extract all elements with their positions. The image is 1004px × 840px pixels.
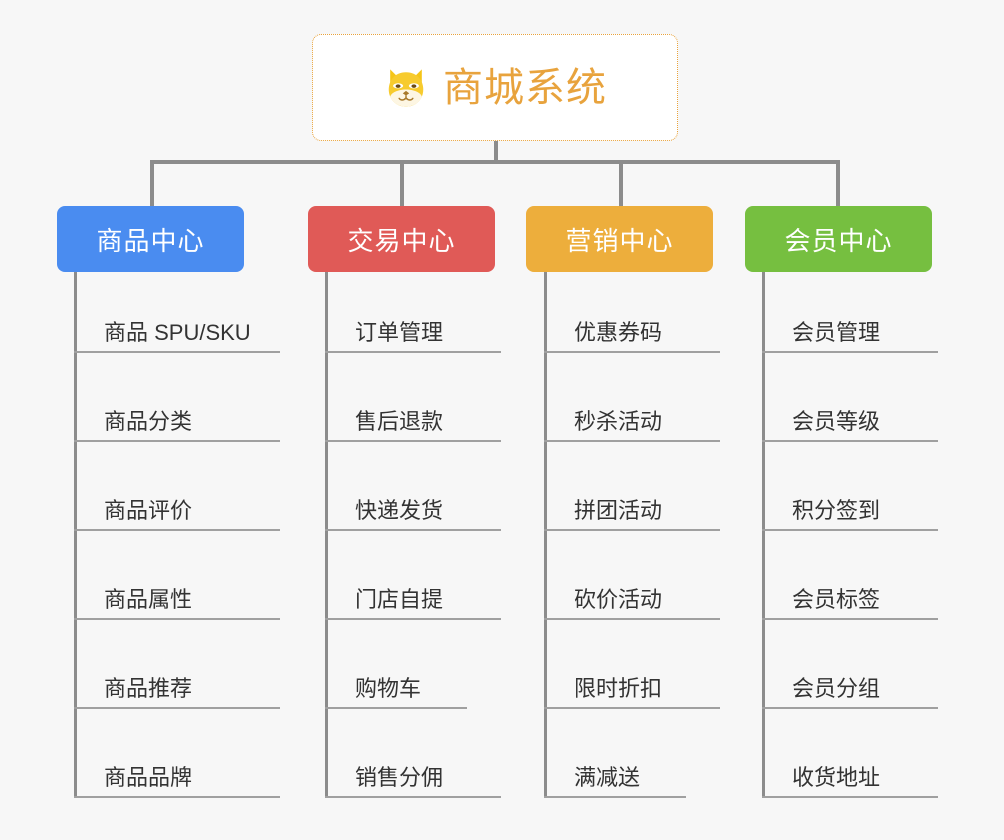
leaf-item[interactable]: 商品评价	[74, 442, 280, 531]
leaf-item[interactable]: 商品 SPU/SKU	[74, 264, 280, 353]
leaf-item-label: 会员分组	[792, 675, 881, 701]
leaf-item[interactable]: 门店自提	[325, 531, 501, 620]
category-header-marketing-center[interactable]: 营销中心	[526, 206, 713, 272]
leaf-item[interactable]: 秒杀活动	[544, 353, 720, 442]
leaf-item[interactable]: 积分签到	[762, 442, 938, 531]
leaf-item-label: 销售分佣	[355, 764, 444, 790]
category-header-label: 交易中心	[347, 225, 456, 256]
connector-drop-2	[400, 162, 404, 208]
branch-spine-trade-center	[325, 272, 328, 798]
category-header-label: 会员中心	[784, 225, 893, 256]
leaf-item[interactable]: 购物车	[325, 620, 467, 709]
leaf-item-label: 会员管理	[792, 319, 881, 345]
leaf-item-label: 砍价活动	[574, 586, 663, 612]
leaf-item-label: 商品评价	[104, 497, 193, 523]
leaf-item[interactable]: 售后退款	[325, 353, 501, 442]
leaf-item-label: 快递发货	[355, 497, 444, 523]
connector-drop-4	[836, 162, 840, 208]
leaf-item-label: 商品属性	[104, 586, 193, 612]
branch-spine-product-center	[74, 272, 77, 798]
leaf-item[interactable]: 销售分佣	[325, 709, 501, 798]
leaf-item[interactable]: 收货地址	[762, 709, 938, 798]
leaf-item[interactable]: 商品品牌	[74, 709, 280, 798]
leaf-item-label: 收货地址	[792, 764, 881, 790]
leaf-item-label: 商品推荐	[104, 675, 193, 701]
root-title: 商城系统	[443, 65, 607, 110]
branch-spine-member-center	[762, 272, 765, 798]
leaf-item-label: 商品品牌	[104, 764, 193, 790]
leaf-item-label: 限时折扣	[574, 675, 663, 701]
leaf-item-label: 商品 SPU/SKU	[104, 319, 251, 345]
leaf-item-label: 售后退款	[355, 408, 444, 434]
connector-horizontal-bus	[150, 160, 840, 164]
leaf-item-label: 门店自提	[355, 586, 444, 612]
leaf-item-label: 拼团活动	[574, 497, 663, 523]
leaf-item[interactable]: 商品推荐	[74, 620, 280, 709]
leaf-item-label: 会员标签	[792, 586, 881, 612]
category-header-product-center[interactable]: 商品中心	[57, 206, 244, 272]
leaf-item-label: 订单管理	[355, 319, 444, 345]
leaf-item[interactable]: 砍价活动	[544, 531, 720, 620]
leaf-item[interactable]: 会员标签	[762, 531, 938, 620]
leaf-item-label: 会员等级	[792, 408, 881, 434]
branch-spine-marketing-center	[544, 272, 547, 798]
leaf-item[interactable]: 会员管理	[762, 264, 938, 353]
root-node[interactable]: 商城系统	[312, 34, 678, 141]
leaf-item[interactable]: 订单管理	[325, 264, 501, 353]
leaf-item[interactable]: 商品属性	[74, 531, 280, 620]
leaf-item[interactable]: 快递发货	[325, 442, 501, 531]
connector-root-stem	[494, 141, 498, 164]
leaf-item[interactable]: 限时折扣	[544, 620, 720, 709]
category-header-label: 商品中心	[96, 225, 205, 256]
connector-drop-1	[150, 162, 154, 208]
leaf-item[interactable]: 商品分类	[74, 353, 280, 442]
leaf-item[interactable]: 会员分组	[762, 620, 938, 709]
leaf-item-label: 优惠券码	[574, 319, 663, 345]
leaf-item-label: 商品分类	[104, 408, 193, 434]
leaf-item-label: 积分签到	[792, 497, 881, 523]
leaf-item[interactable]: 会员等级	[762, 353, 938, 442]
leaf-item[interactable]: 拼团活动	[544, 442, 720, 531]
leaf-item[interactable]: 满减送	[544, 709, 686, 798]
shiba-dog-face-icon	[388, 68, 424, 107]
leaf-item[interactable]: 优惠券码	[544, 264, 720, 353]
category-header-member-center[interactable]: 会员中心	[745, 206, 932, 272]
leaf-item-label: 满减送	[574, 764, 641, 790]
leaf-item-label: 购物车	[355, 675, 422, 701]
leaf-item-label: 秒杀活动	[574, 408, 663, 434]
category-header-label: 营销中心	[565, 225, 674, 256]
connector-drop-3	[619, 162, 623, 208]
category-header-trade-center[interactable]: 交易中心	[308, 206, 495, 272]
